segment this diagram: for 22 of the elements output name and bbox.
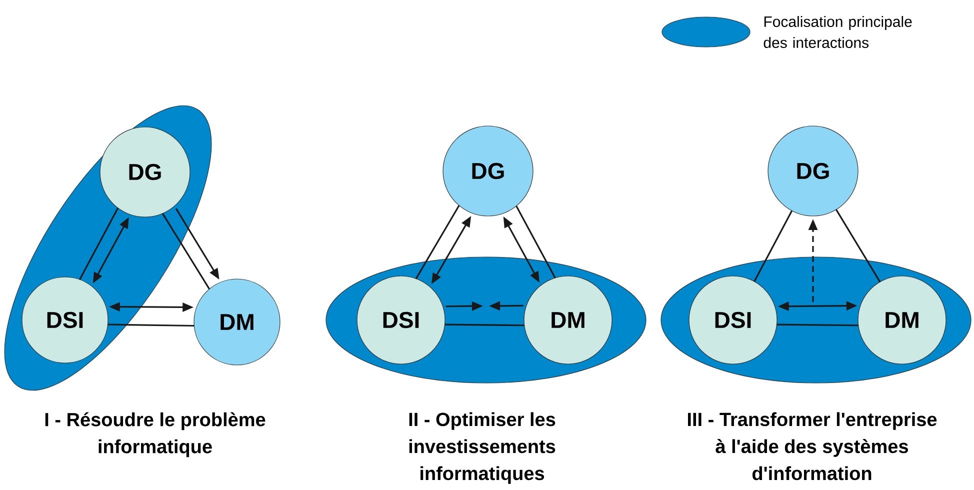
connector-line xyxy=(516,206,556,278)
connector-line xyxy=(776,324,858,326)
circle-node: DG xyxy=(768,126,858,216)
connector-line xyxy=(162,213,210,290)
panel-caption: II - Optimiser les investissements informatiques xyxy=(409,412,556,484)
connector-line xyxy=(79,208,119,280)
circle-node: DSI xyxy=(688,276,778,364)
circle-node: DM xyxy=(524,276,612,364)
connector-line xyxy=(444,324,524,326)
circle-node: DM xyxy=(858,276,946,364)
circle-node: DSI xyxy=(22,276,108,364)
connector-line xyxy=(836,209,881,282)
connector-line xyxy=(415,205,460,280)
connector-line xyxy=(754,210,793,282)
panel-caption: III - Transformer l'entreprise à l'aide des systèmes d'information xyxy=(688,412,937,480)
circle-node: DSI xyxy=(356,276,446,364)
connector-line xyxy=(108,324,194,327)
panel-caption: I - Résoudre le problème informatique xyxy=(45,412,266,458)
legend-text: Focalisation principale des interactions xyxy=(764,16,912,48)
circle-node: DG xyxy=(100,126,190,218)
circle-node: DM xyxy=(194,278,280,366)
circle-node: DG xyxy=(442,126,534,216)
